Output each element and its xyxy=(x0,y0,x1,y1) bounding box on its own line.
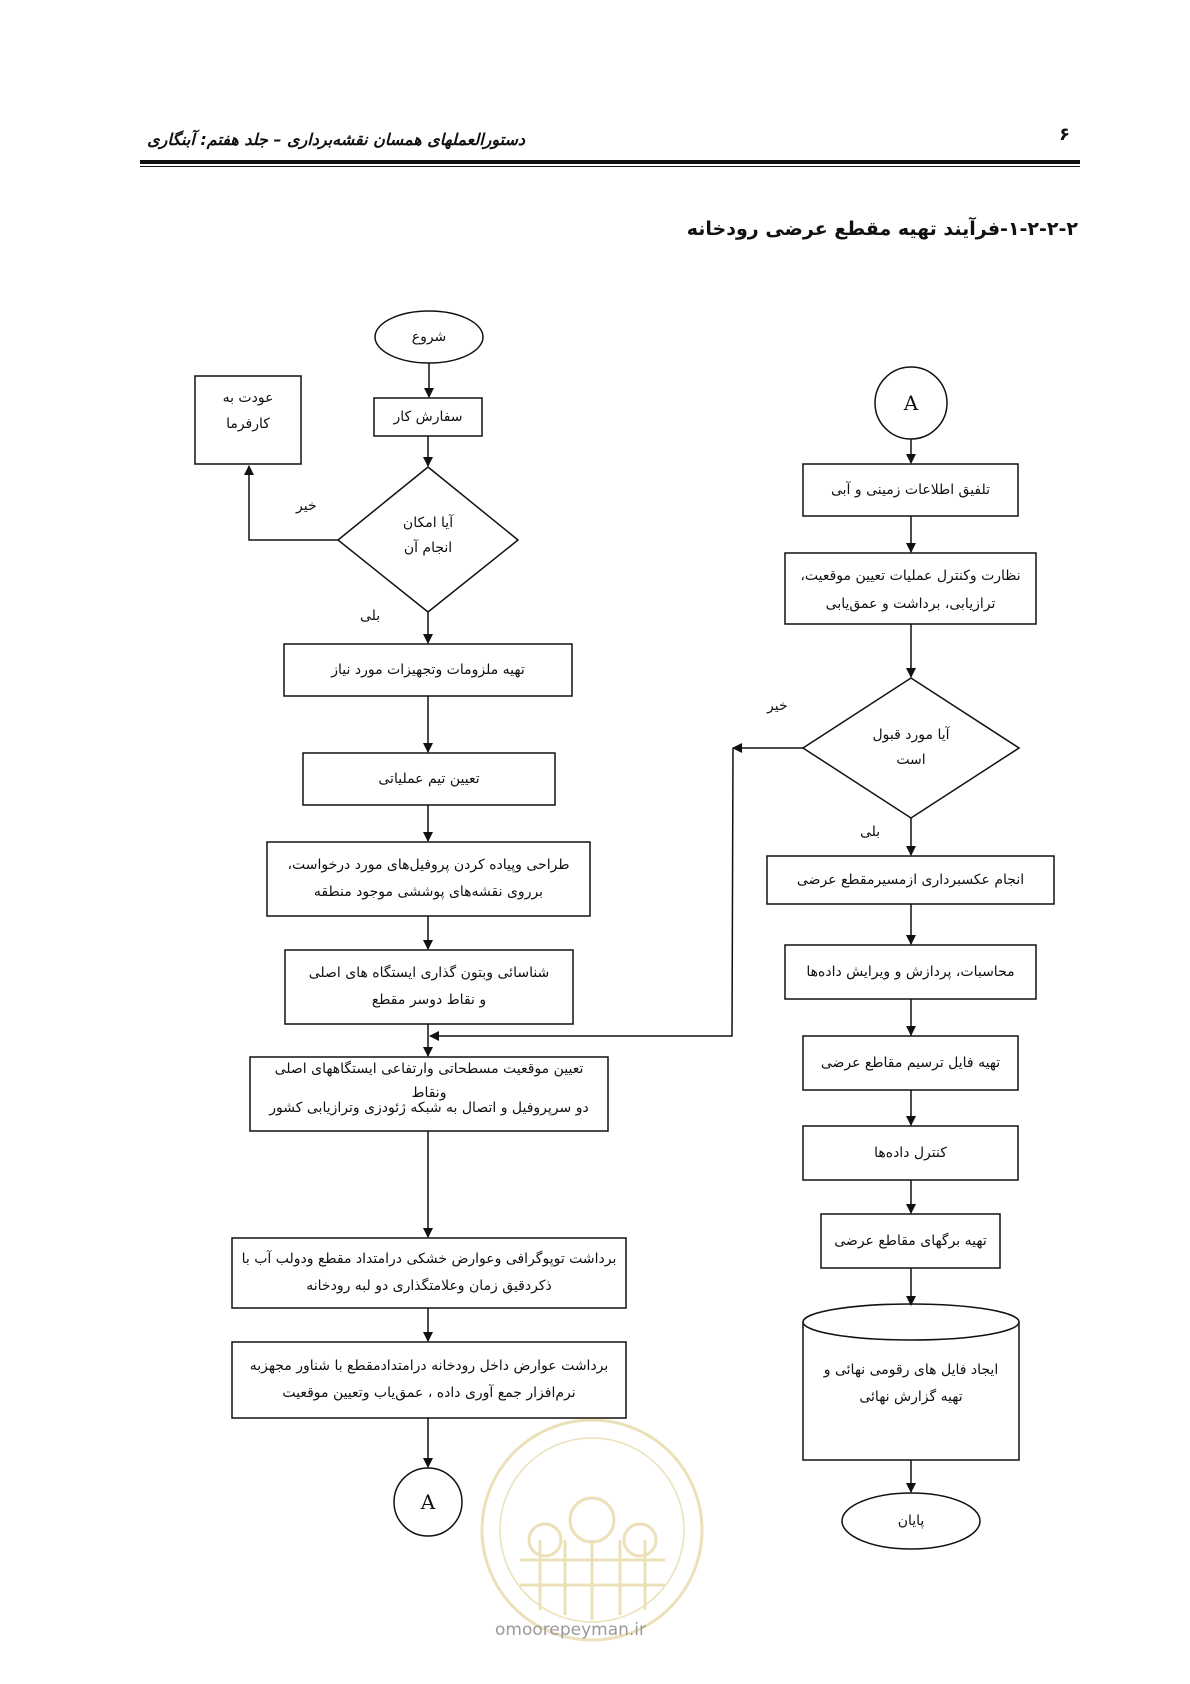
return-label-line1: عودت به xyxy=(222,390,274,406)
step5-label-line2: دو سرپروفیل و اتصال به شبکه ژئودزی وتراز… xyxy=(269,1100,589,1116)
return-box xyxy=(194,375,302,465)
step6-label-line2: ذکردقیق زمان وعلامتگذاری دو لبه رودخانه xyxy=(306,1278,552,1294)
step3-label-line2: برروی نقشه‌های پوششی موجود منطقه xyxy=(313,884,544,900)
start-label: شروع xyxy=(411,329,447,345)
r-step5-box xyxy=(802,1035,1019,1091)
decision-label-line2: انجام آن xyxy=(403,540,453,556)
r-step6-box xyxy=(802,1125,1019,1181)
r-step8-label-line2: تهیه گزارش نهائی xyxy=(859,1389,963,1405)
connector-a-right-label: A xyxy=(903,391,919,415)
r-step2-label-line1: نظارت وکنترل عملیات تعیین موقعیت، xyxy=(800,568,1021,584)
r-step5-label: تهیه فایل ترسیم مقاطع عرضی xyxy=(820,1055,1001,1071)
connector-a-left xyxy=(393,1467,463,1537)
arrow-no-loop xyxy=(429,747,734,1041)
step6-box xyxy=(231,1237,627,1309)
step6-label-line1: برداشت توپوگرافی وعوارض خشکی درامتداد مق… xyxy=(241,1251,617,1267)
decision-label-line1: آیا امکان xyxy=(402,515,454,531)
no-label-left: خیر xyxy=(296,498,317,514)
end-label: پایان xyxy=(897,1513,925,1529)
r-step8-document xyxy=(802,1303,1020,1461)
step2-label: تعیین تیم عملیاتی xyxy=(378,771,480,787)
yes-label-right: بلی xyxy=(860,824,881,840)
watermark-url: omoorepeyman.ir xyxy=(495,1620,647,1640)
step2-box xyxy=(302,752,556,806)
arrow-no-return xyxy=(244,465,338,541)
r-step8-document-rim xyxy=(802,1321,1020,1341)
step3-box xyxy=(266,841,591,917)
watermark-emblem xyxy=(480,1418,704,1642)
step7-label-line1: برداشت عوارض داخل رودخانه درامتدادمقطع ب… xyxy=(249,1358,609,1374)
step4-label-line1: شناسائی وبتون گذاری ایستگاه های اصلی xyxy=(308,965,550,981)
r-decision-label-line1: آیا مورد قبول xyxy=(872,727,950,743)
section-title: ۱-۲-۲-۲-فرآیند تهیه مقطع عرضی رودخانه xyxy=(686,218,1078,240)
step4-label-line2: و نقاط دوسر مقطع xyxy=(371,992,487,1008)
step4-box xyxy=(284,949,574,1025)
r-step7-label: تهیه برگهای مقاطع عرضی xyxy=(834,1233,987,1249)
header-rule-thick xyxy=(140,160,1080,164)
step3-label-line1: طراحی وپیاده کردن پروفیل‌های مورد درخواس… xyxy=(287,857,570,873)
return-label-line2: کارفرما xyxy=(226,416,270,432)
order-label: سفارش کار xyxy=(393,409,463,425)
step1-label: تهیه ملزومات وتجهیزات مورد نیاز xyxy=(331,662,525,678)
step5-label-line1: تعیین موقعیت مسطحاتی وارتفاعی ایستگاههای… xyxy=(274,1061,584,1101)
r-step3-label: انجام عکسبرداری ازمسیرمقطع عرضی xyxy=(796,872,1025,888)
r-step4-label: محاسبات، پردازش و ویرایش داده‌ها xyxy=(806,964,1015,980)
r-step7-box xyxy=(820,1213,1001,1269)
r-step3-box xyxy=(766,855,1055,905)
order-box xyxy=(373,397,483,437)
no-label-right: خیر xyxy=(767,698,788,714)
r-step6-label: کنترل داده‌ها xyxy=(874,1145,947,1161)
step1-box xyxy=(283,643,573,697)
step7-box xyxy=(231,1341,627,1419)
connector-a-left-label: A xyxy=(420,1490,436,1514)
step5-box xyxy=(249,1056,609,1132)
r-step2-label-line2: ترازیابی، برداشت و عمق‌یابی xyxy=(825,596,996,612)
yes-label-left: بلی xyxy=(360,608,381,624)
header-rule-thin xyxy=(140,166,1080,167)
page-header: دستورالعملهای همسان نقشه‌برداری – جلد هف… xyxy=(140,120,1080,170)
book-title: دستورالعملهای همسان نقشه‌برداری – جلد هف… xyxy=(147,130,525,149)
page-number: ۶ xyxy=(1059,124,1070,145)
r-decision-label-line2: است xyxy=(896,752,926,768)
end-terminal xyxy=(841,1492,981,1550)
r-step1-label: تلفیق اطلاعات زمینی و آبی xyxy=(830,482,991,498)
r-step4-box xyxy=(784,944,1037,1000)
step7-label-line2: نرم‌افزار جمع آوری داده ، عمق‌یاب وتعیین… xyxy=(282,1385,576,1401)
r-step8-label-line1: ایجاد فایل های رقومی نهائی و xyxy=(823,1362,999,1378)
